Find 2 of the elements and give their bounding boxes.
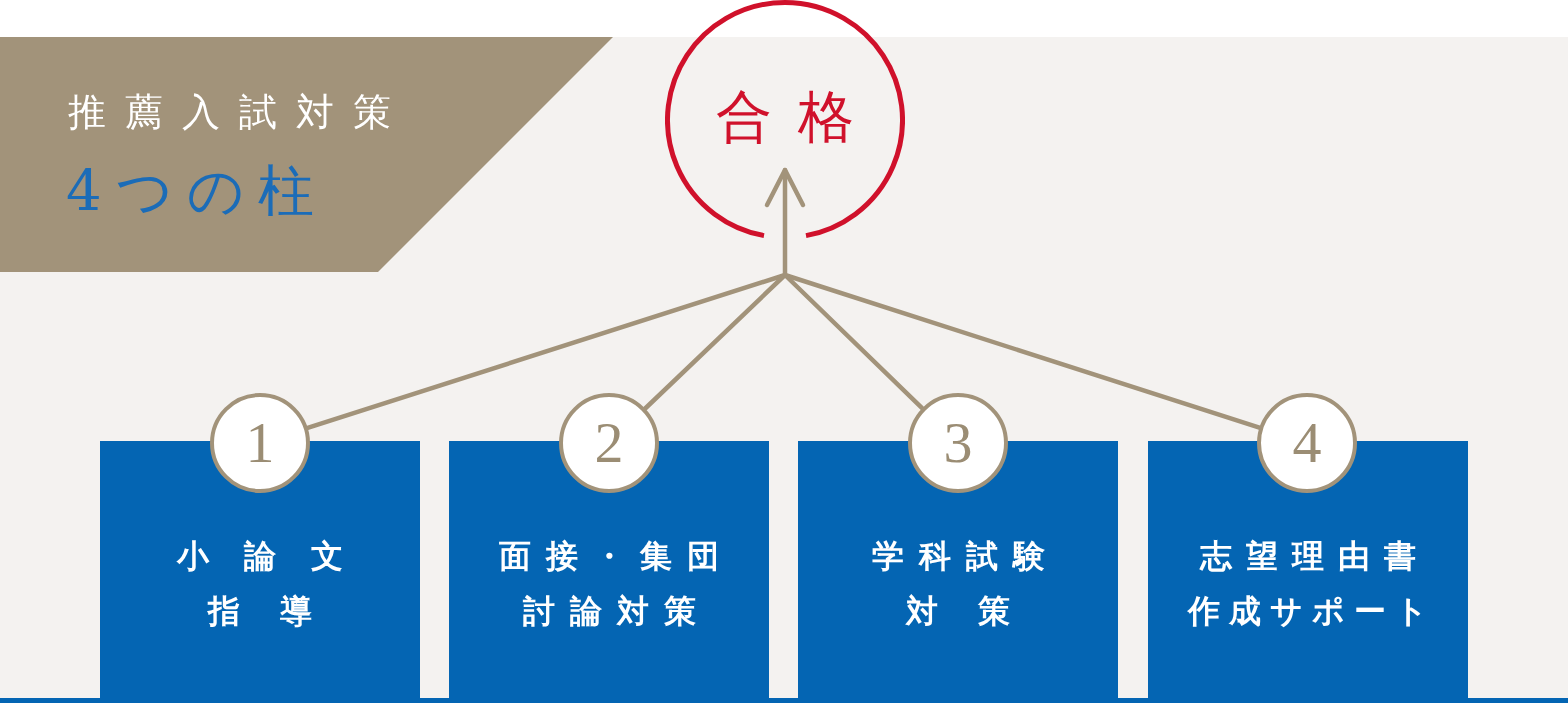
banner-heading: 推薦入試対策 <box>68 93 410 131</box>
banner-subheading: 4つの柱 <box>66 163 328 219</box>
